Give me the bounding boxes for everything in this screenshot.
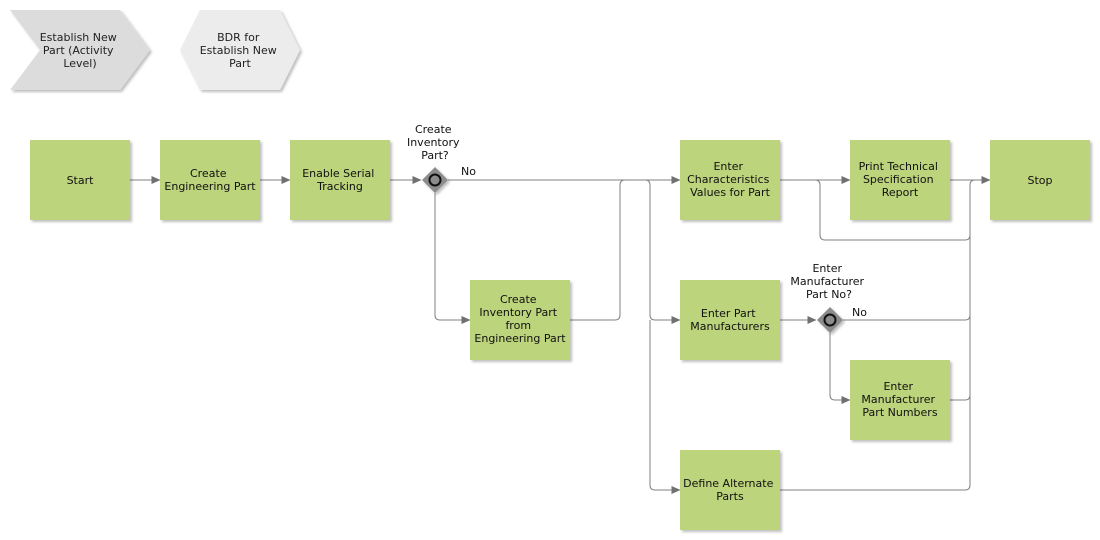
connectors — [130, 176, 991, 494]
gateway-question: Enter Manufacturer Part No? — [790, 262, 867, 301]
task-enable-serial-tracking[interactable]: Enable Serial Tracking — [290, 140, 390, 220]
task-stop[interactable]: Stop — [990, 140, 1090, 220]
edge-inventory-merge — [570, 179, 626, 321]
task-create-inventory-part[interactable]: Create Inventory Part from Engineering P… — [470, 280, 570, 360]
task-enter-part-manufacturers[interactable]: Enter Part Manufacturers — [680, 280, 780, 360]
edge-characteristics-bypass — [814, 179, 976, 241]
edge-gateway-yes-to-inventory — [434, 193, 471, 324]
task-label: Create Engineering Part — [164, 167, 256, 193]
task-label: Enter Part Manufacturers — [690, 307, 770, 333]
gateway-question: Create Inventory Part? — [407, 123, 463, 162]
task-start[interactable]: Start — [30, 140, 130, 220]
task-label: Enable Serial Tracking — [302, 167, 378, 193]
gateway-create-inventory-part[interactable]: Create Inventory Part? No — [407, 123, 476, 193]
gateway-no-label: No — [461, 165, 476, 178]
task-label: Stop — [1027, 174, 1052, 187]
task-label: Enter Manufacturer Part Numbers — [861, 380, 938, 419]
task-enter-characteristics[interactable]: Enter Characteristics Values for Part — [680, 140, 780, 220]
edge-to-manufacturers — [644, 179, 681, 324]
task-enter-manufacturer-part-numbers[interactable]: Enter Manufacturer Part Numbers — [850, 360, 950, 440]
task-create-engineering-part[interactable]: Create Engineering Part — [160, 140, 260, 220]
breadcrumb-label: Establish New Part (Activity Level) — [40, 31, 121, 70]
task-label: Define Alternate Parts — [683, 477, 777, 503]
edge-numbers-to-stop — [950, 394, 971, 401]
task-label: Start — [67, 174, 95, 187]
breadcrumb-item-bdr[interactable]: BDR for Establish New Part — [180, 10, 300, 90]
gateway-no-label: No — [852, 306, 867, 319]
gateway-enter-manufacturer-part-no[interactable]: Enter Manufacturer Part No? No — [790, 262, 867, 333]
breadcrumb-label: BDR for Establish New Part — [200, 31, 281, 70]
task-print-technical-spec[interactable]: Print Technical Specification Report — [850, 140, 950, 220]
edge-to-alternate — [649, 320, 681, 494]
task-label: Enter Characteristics Values for Part — [687, 160, 773, 199]
gateway-event-icon — [428, 173, 442, 187]
breadcrumb: Establish New Part (Activity Level) BDR … — [10, 10, 300, 90]
gateway-event-icon — [823, 313, 837, 327]
task-label: Print Technical Specification Report — [859, 160, 942, 199]
edge-gateway2-yes-to-numbers — [829, 333, 851, 404]
task-label: Create Inventory Part from Engineering P… — [474, 293, 566, 345]
task-define-alternate-parts[interactable]: Define Alternate Parts — [680, 450, 780, 530]
tasks: Start Create Engineering Part Enable Ser… — [30, 140, 1090, 530]
edge-alternate-to-stop — [780, 185, 971, 491]
breadcrumb-item-activity-level[interactable]: Establish New Part (Activity Level) — [10, 10, 150, 90]
